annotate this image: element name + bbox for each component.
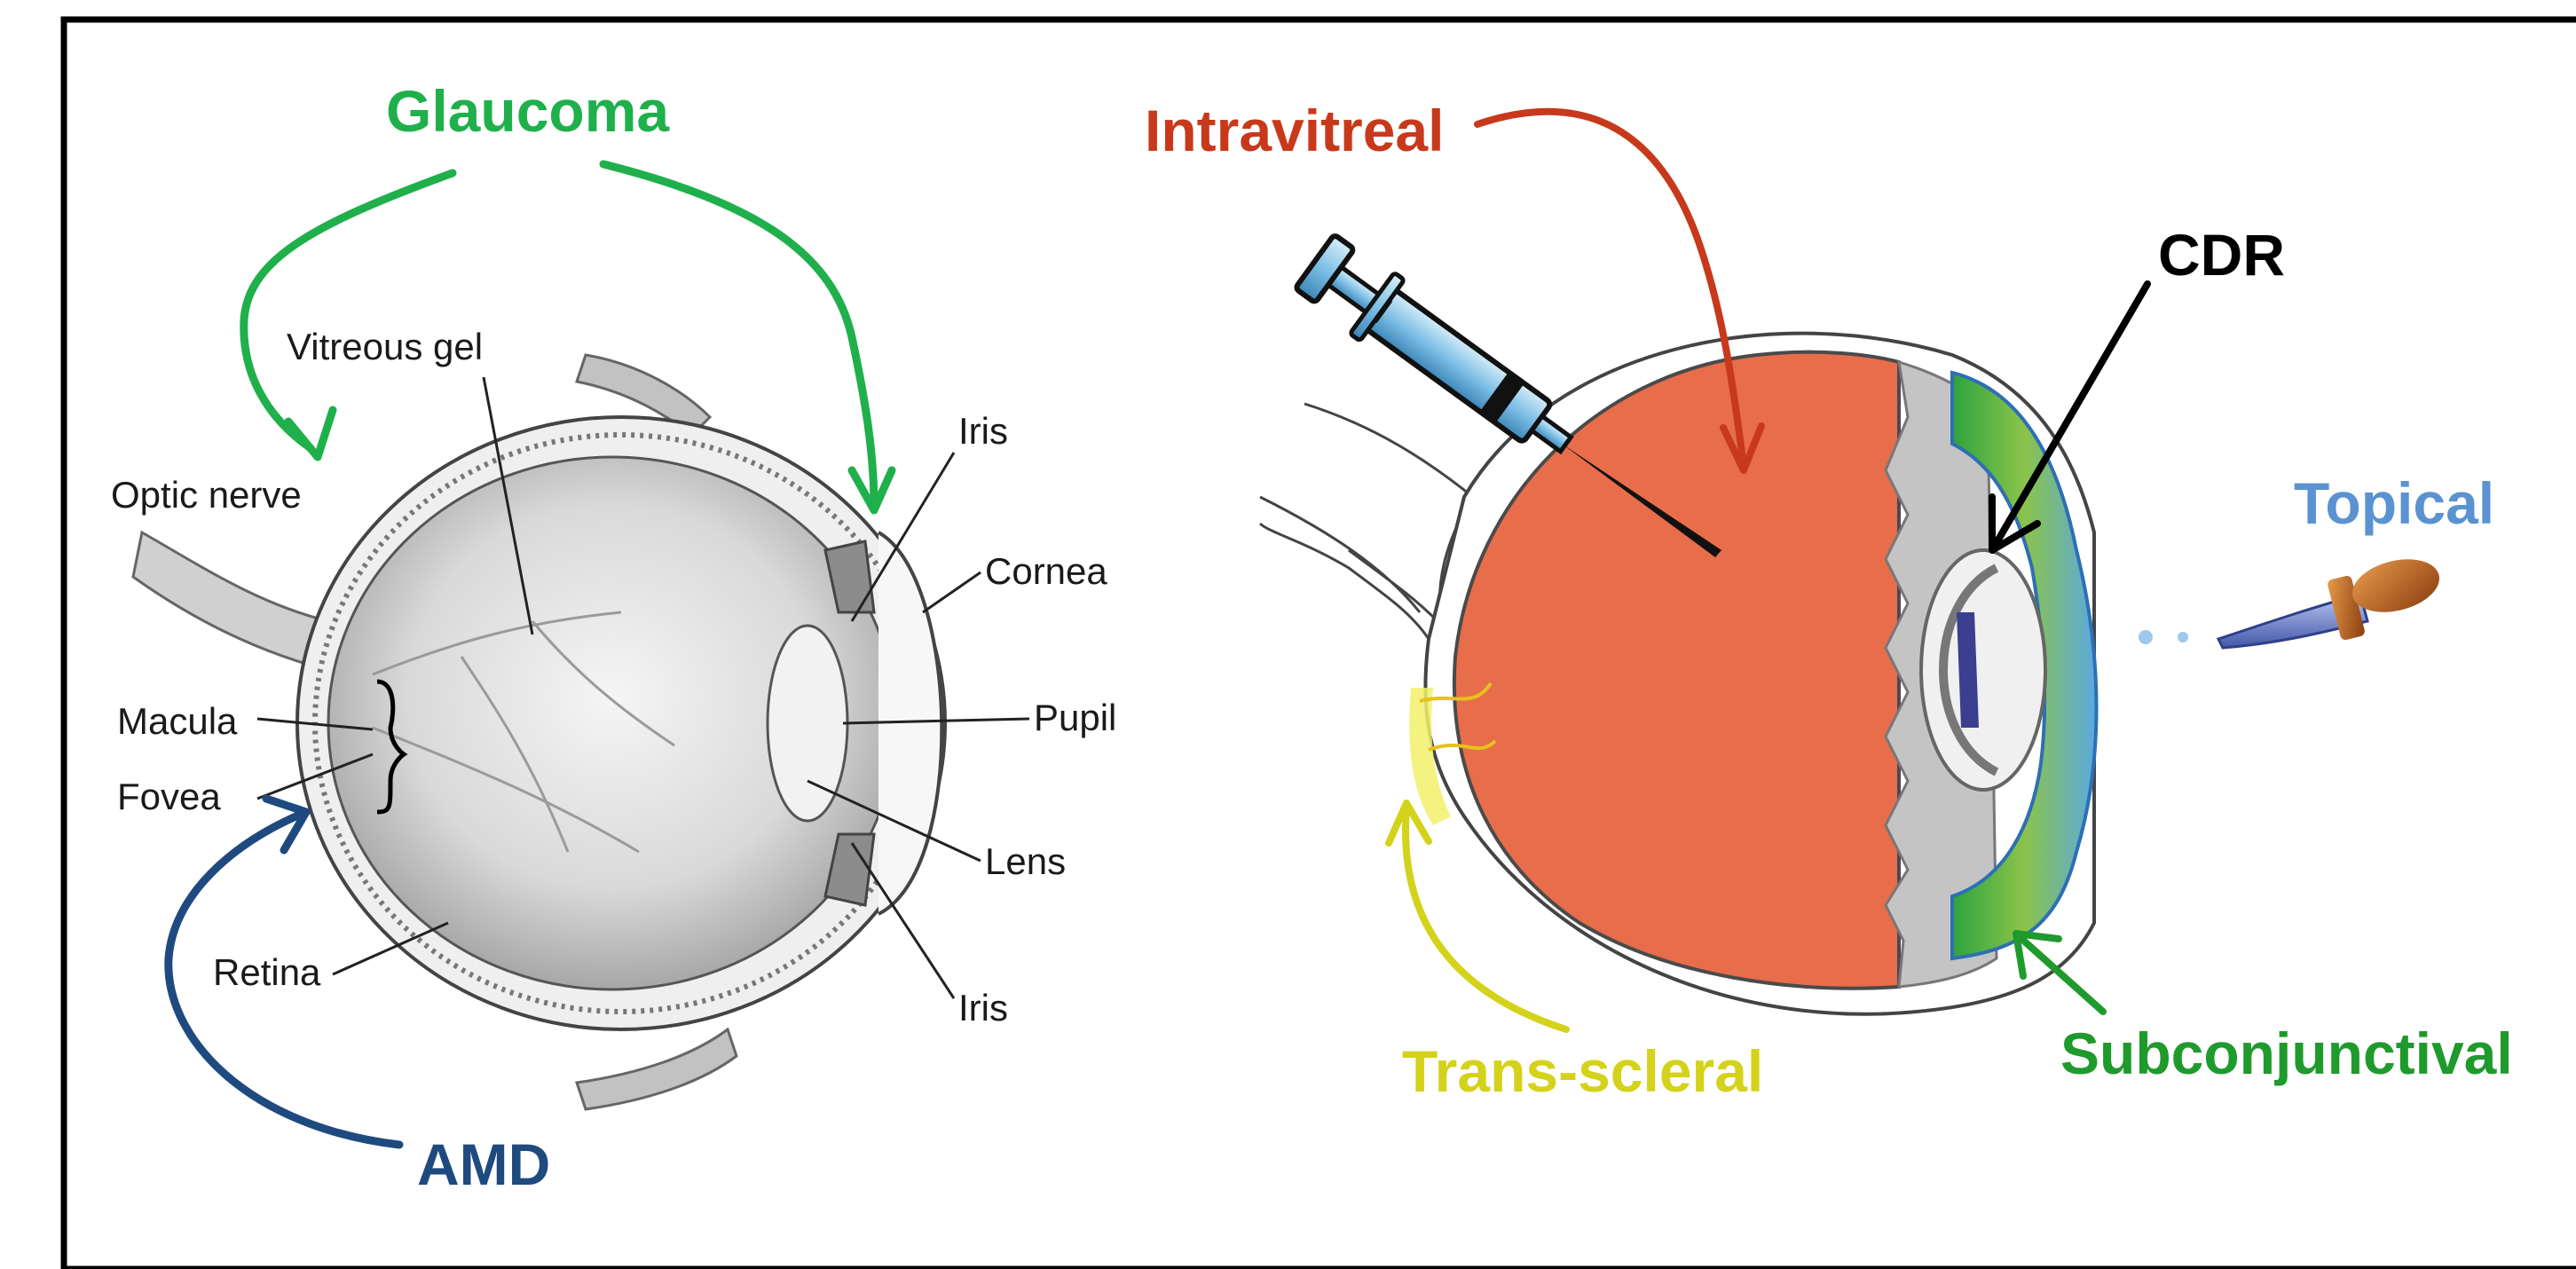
trans-scleral-label: Trans-scleral [1402,1038,1763,1104]
anatomy-eye-illustration [133,355,945,1109]
eye-dropper-icon [2139,551,2445,648]
label-macula: Macula [117,700,238,742]
label-fovea: Fovea [117,776,221,817]
lower-muscle [577,1029,737,1109]
label-optic-nerve: Optic nerve [111,474,302,516]
drop-2 [2178,632,2188,642]
amd-label: AMD [417,1131,550,1197]
delivery-eye-illustration [1260,334,2097,1014]
drop-1 [2139,630,2153,644]
syringe-barrel [1365,288,1551,443]
label-cornea: Cornea [985,550,1107,592]
glaucoma-arrow-left [244,173,453,448]
intravitreal-label: Intravitreal [1145,98,1444,163]
label-vitreous-gel: Vitreous gel [287,326,483,367]
glaucoma-label: Glaucoma [386,78,670,144]
label-iris-top: Iris [958,410,1008,452]
subconjunctival-label: Subconjunctival [2060,1021,2513,1086]
lens-shape [768,626,847,821]
topical-label: Topical [2294,470,2494,536]
label-retina: Retina [213,951,321,993]
label-pupil: Pupil [1034,697,1116,738]
label-iris-bottom: Iris [958,987,1008,1029]
cdr-label: CDR [2158,222,2285,288]
label-lens: Lens [985,840,1066,882]
